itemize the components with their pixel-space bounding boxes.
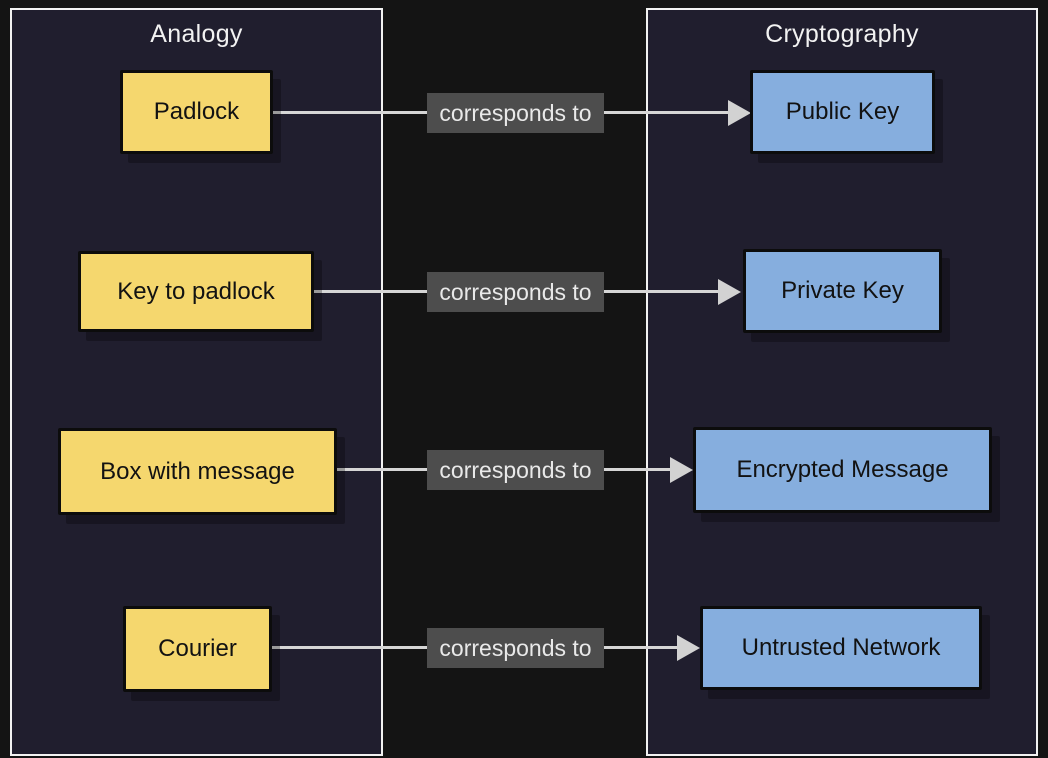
relation-label: corresponds to: [427, 272, 604, 312]
analogy-node-box-with-message: Box with message: [58, 428, 337, 515]
analogy-panel-title: Analogy: [150, 20, 243, 48]
relation-label: corresponds to: [427, 93, 604, 133]
arrowhead-icon: [728, 100, 751, 126]
crypto-node-public-key: Public Key: [750, 70, 935, 154]
relation-label: corresponds to: [427, 450, 604, 490]
crypto-node-untrusted-network: Untrusted Network: [700, 606, 982, 690]
crypto-node-encrypted-message: Encrypted Message: [693, 427, 992, 513]
arrowhead-icon: [718, 279, 741, 305]
arrowhead-icon: [677, 635, 700, 661]
analogy-node-key-to-padlock: Key to padlock: [78, 251, 314, 332]
analogy-node-courier: Courier: [123, 606, 272, 692]
crypto-node-private-key: Private Key: [743, 249, 942, 333]
arrowhead-icon: [670, 457, 693, 483]
relation-label: corresponds to: [427, 628, 604, 668]
analogy-node-padlock: Padlock: [120, 70, 273, 154]
cryptography-panel-title: Cryptography: [765, 20, 919, 48]
